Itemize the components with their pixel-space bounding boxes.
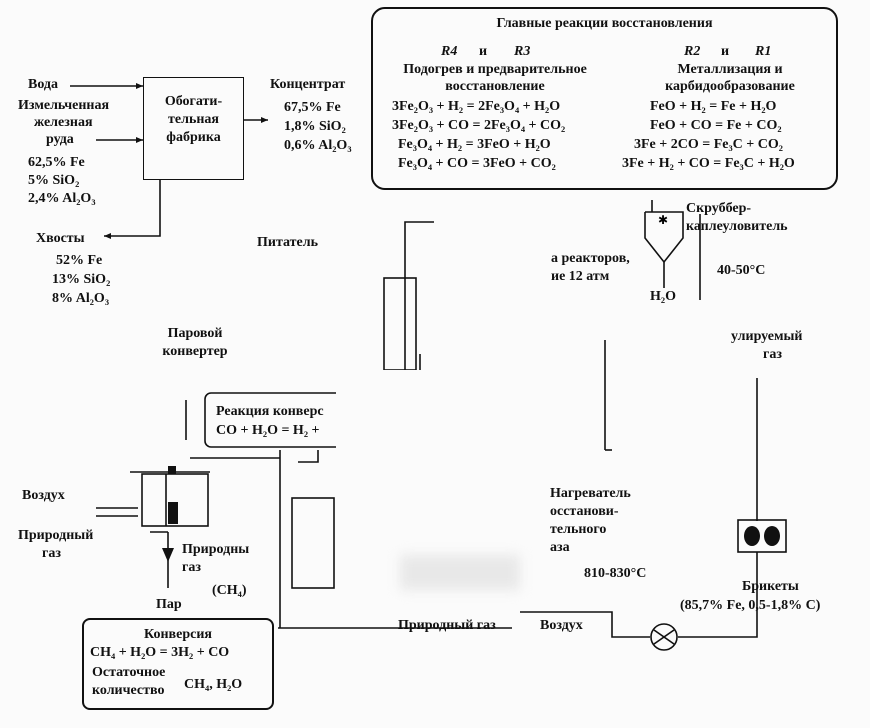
recycled-gas-2: газ bbox=[763, 347, 782, 362]
left-eq-2: 3Fe₂O₃ + CO = 2Fe₃O₄ + CO₂ bbox=[392, 118, 566, 133]
natural-gas-mid-1: Природны bbox=[182, 542, 250, 557]
heater-line-4: аза bbox=[550, 540, 570, 555]
tailings-title: Хвосты bbox=[36, 231, 85, 246]
concentrate-title: Концентрат bbox=[270, 77, 346, 92]
water-out: H₂O bbox=[650, 289, 676, 304]
ore-label-3: руда bbox=[46, 132, 74, 147]
ore-fe: 62,5% Fe bbox=[28, 155, 85, 170]
concentrate-fe: 67,5% Fe bbox=[284, 100, 341, 115]
natural-gas-left-1: Природный bbox=[18, 528, 94, 543]
ore-label-2: железная bbox=[34, 115, 93, 130]
left-eq-4: Fe₃O₄ + CO = 3FeO + CO₂ bbox=[398, 156, 556, 171]
reactions-title: Главные реакции восстановления bbox=[496, 16, 713, 31]
shift-reaction-1: Реакция конверс bbox=[216, 404, 324, 419]
smudge bbox=[400, 555, 520, 590]
heater-temp: 810-830°C bbox=[584, 566, 647, 581]
ore-sio2: 5% SiO₂ bbox=[28, 173, 80, 188]
conversion-box bbox=[82, 618, 274, 710]
recycled-gas-1: улируемый bbox=[731, 329, 803, 344]
plant-line-2: тельная bbox=[168, 112, 219, 127]
label-r4: R4 bbox=[441, 44, 458, 59]
bottom-natural-gas: Природный газ bbox=[398, 618, 496, 633]
natural-gas-mid-2: газ bbox=[182, 560, 201, 575]
conversion-title: Конверсия bbox=[144, 627, 212, 642]
conversion-eq: CH₄ + H₂O = 3H₂ + CO bbox=[90, 645, 230, 660]
erased-area bbox=[434, 182, 550, 392]
right-eq-3: 3Fe + 2CO = Fe₃C + CO₂ bbox=[634, 137, 783, 152]
heater-line-3: тельного bbox=[550, 522, 607, 537]
water-label: Вода bbox=[28, 77, 59, 92]
residual-species: CH₄, H₂O bbox=[184, 677, 243, 692]
ore-label-1: Измельченная bbox=[18, 98, 110, 113]
right-eq-2: FeO + CO = Fe + CO₂ bbox=[650, 118, 782, 133]
tailings-fe: 52% Fe bbox=[56, 253, 103, 268]
steam-converter-2: конвертер bbox=[162, 344, 228, 359]
label-and: и bbox=[721, 44, 730, 59]
reactor-pressure-1: а реакторов, bbox=[551, 251, 630, 266]
bottom-air: Воздух bbox=[540, 618, 583, 633]
steam-label: Пар bbox=[156, 597, 182, 612]
residual-line-2: количество bbox=[92, 683, 165, 698]
right-eq-4: 3Fe + H₂ + CO = Fe₃C + H₂O bbox=[622, 156, 795, 171]
concentrating-plant-box bbox=[143, 77, 244, 180]
label-r2: R2 bbox=[684, 44, 701, 59]
svg-text:✱: ✱ bbox=[658, 213, 668, 227]
concentrate-al2o3: 0,6% Al₂O₃ bbox=[284, 138, 352, 153]
reactions-box bbox=[371, 7, 838, 190]
concentrate-sio2: 1,8% SiO₂ bbox=[284, 119, 346, 134]
shift-reaction-2: CO + H₂O = H₂ + bbox=[216, 423, 320, 438]
ore-al2o3: 2,4% Al₂O₃ bbox=[28, 191, 96, 206]
plant-line-1: Обогати- bbox=[164, 94, 223, 109]
scrubber-temp: 40-50°C bbox=[717, 263, 766, 278]
right-heading-2: карбидообразование bbox=[665, 79, 795, 94]
label-and: и bbox=[479, 44, 488, 59]
left-eq-3: Fe₃O₄ + H₂ = 3FeO + H₂O bbox=[398, 137, 551, 152]
feeder-label: Питатель bbox=[257, 235, 318, 250]
steam-converter-1: Паровой bbox=[167, 326, 223, 341]
right-eq-1: FeO + H₂ = Fe + H₂O bbox=[650, 99, 777, 114]
ch4-label: (CH₄) bbox=[212, 583, 247, 598]
plant-line-3: фабрика bbox=[166, 130, 221, 145]
heater-line-2: осстанови- bbox=[550, 504, 619, 519]
natural-gas-left-2: газ bbox=[42, 546, 61, 561]
left-heading-1: Подогрев и предварительное bbox=[403, 62, 587, 77]
briquettes-title: Брикеты bbox=[742, 579, 799, 594]
scrubber-label-2: каплеуловитель bbox=[686, 219, 788, 234]
left-eq-1: 3Fe₂O₃ + H₂ = 2Fe₃O₄ + H₂O bbox=[392, 99, 561, 114]
residual-line-1: Остаточное bbox=[92, 665, 166, 680]
right-heading-1: Металлизация и bbox=[677, 62, 783, 77]
label-r1: R1 bbox=[755, 44, 772, 59]
air-left: Воздух bbox=[22, 488, 65, 503]
tailings-sio2: 13% SiO₂ bbox=[52, 272, 111, 287]
reactor-pressure-2: ие 12 атм bbox=[551, 269, 610, 284]
scrubber-label-1: Скруббер- bbox=[686, 201, 752, 216]
label-r3: R3 bbox=[514, 44, 531, 59]
left-heading-2: восстановление bbox=[445, 79, 545, 94]
briquettes-composition: (85,7% Fe, 0,5-1,8% C) bbox=[680, 598, 821, 613]
tailings-al2o3: 8% Al₂O₃ bbox=[52, 291, 110, 306]
heater-line-1: Нагреватель bbox=[550, 486, 631, 501]
erased-area bbox=[612, 300, 718, 470]
